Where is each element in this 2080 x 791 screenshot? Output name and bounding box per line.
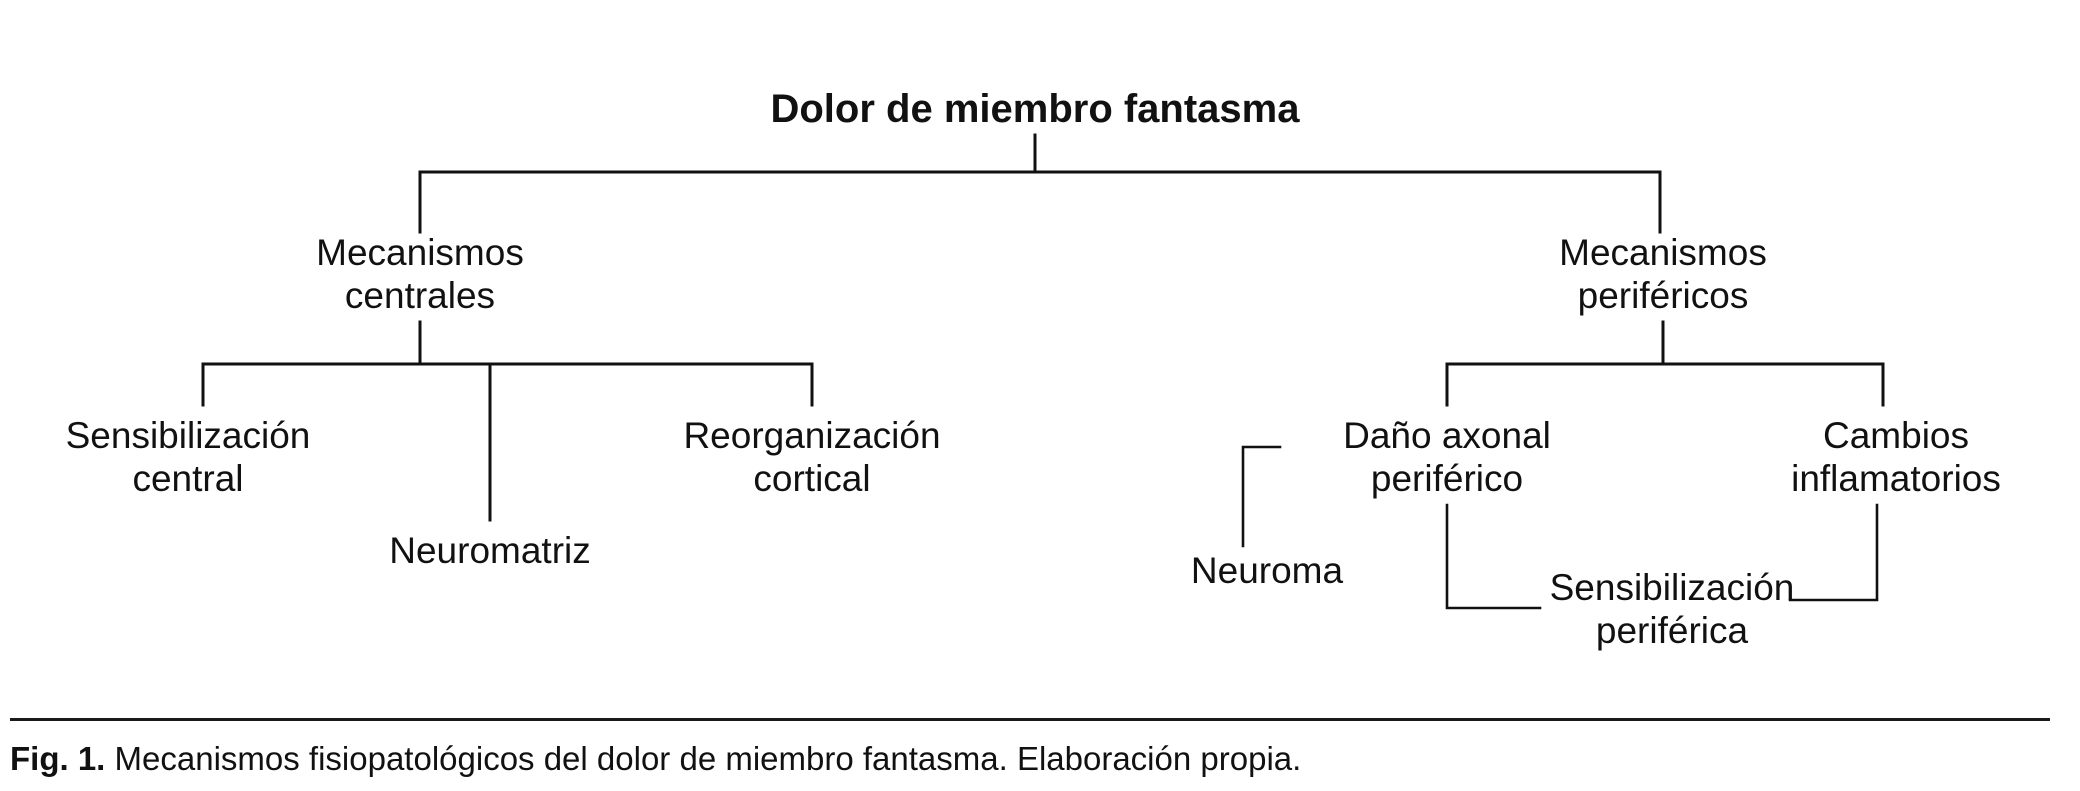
figure-caption-area: Fig. 1. Mecanismos fisiopatológicos del … xyxy=(0,700,2080,791)
node-sens-periferica-label-line2: periférica xyxy=(1596,610,1749,651)
node-neuroma-label: Neuroma xyxy=(1191,550,1344,591)
edge-cambios-inflamatorios-to-sens-periferica xyxy=(1788,503,1879,602)
figure-caption: Fig. 1. Mecanismos fisiopatológicos del … xyxy=(10,738,1301,780)
node-root-label: Dolor de miembro fantasma xyxy=(770,87,1300,131)
node-reorg-cortical-label-line2: cortical xyxy=(753,458,870,499)
node-reorg-cortical-label-line1: Reorganización xyxy=(683,415,940,456)
caption-divider-rule xyxy=(10,718,2050,721)
node-sens-central-label-line1: Sensibilización xyxy=(66,415,311,456)
node-cambios-inflamatorios-label-line2: inflamatorios xyxy=(1791,458,2001,499)
edge-dano-axonal-to-neuroma xyxy=(1241,445,1282,548)
node-cambios-inflamatorios-label-line1: Cambios xyxy=(1823,415,1969,456)
node-sens-periferica-label-line1: Sensibilización xyxy=(1550,567,1795,608)
node-sens-central-label-line2: central xyxy=(132,458,243,499)
node-central-label-line2: centrales xyxy=(345,275,495,316)
node-peripheral-label-line2: periféricos xyxy=(1578,275,1749,316)
node-neuromatriz-label: Neuromatriz xyxy=(389,530,591,571)
node-dano-axonal-label-line1: Daño axonal xyxy=(1343,415,1551,456)
figure-caption-body: Mecanismos fisiopatológicos del dolor de… xyxy=(114,740,1302,777)
node-dano-axonal-label-line2: periférico xyxy=(1371,458,1523,499)
edge-dano-axonal-to-sens-periferica xyxy=(1445,503,1542,610)
node-peripheral-label-line1: Mecanismos xyxy=(1559,232,1767,273)
figure-number: Fig. 1. xyxy=(10,740,106,777)
phantom-limb-pain-tree-diagram: Dolor de miembro fantasma Mecanismos cen… xyxy=(66,87,2001,651)
node-central-label-line1: Mecanismos xyxy=(316,232,524,273)
